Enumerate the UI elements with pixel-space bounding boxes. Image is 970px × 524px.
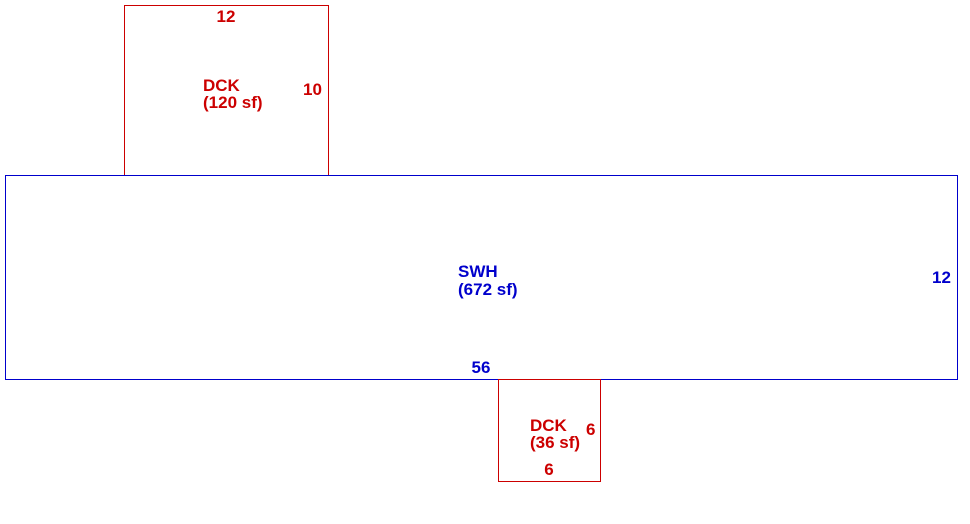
deck-bottom-area[interactable]: DCK (36 sf) 6 6 [498, 379, 601, 482]
main-area[interactable]: SWH (672 sf) 12 56 [5, 175, 958, 380]
deck-top-width-label: 12 [217, 7, 236, 26]
deck-top-depth-label: 10 [303, 80, 322, 99]
deck-bottom-code-label: DCK [530, 416, 568, 435]
deck-bottom-area-label: (36 sf) [530, 433, 580, 452]
deck-bottom-outline [498, 379, 601, 482]
deck-bottom-width-label: 6 [544, 460, 553, 479]
deck-top-area-label: (120 sf) [203, 93, 263, 112]
deck-bottom-depth-label: 6 [586, 420, 595, 439]
main-area-area-label: (672 sf) [458, 280, 518, 299]
deck-top-code-label: DCK [203, 76, 241, 95]
main-area-depth-label: 12 [932, 268, 951, 287]
main-area-outline [5, 175, 958, 380]
main-area-width-label: 56 [472, 358, 491, 377]
deck-top-area[interactable]: 12 10 DCK (120 sf) [124, 5, 329, 176]
main-area-code-label: SWH [458, 262, 498, 281]
